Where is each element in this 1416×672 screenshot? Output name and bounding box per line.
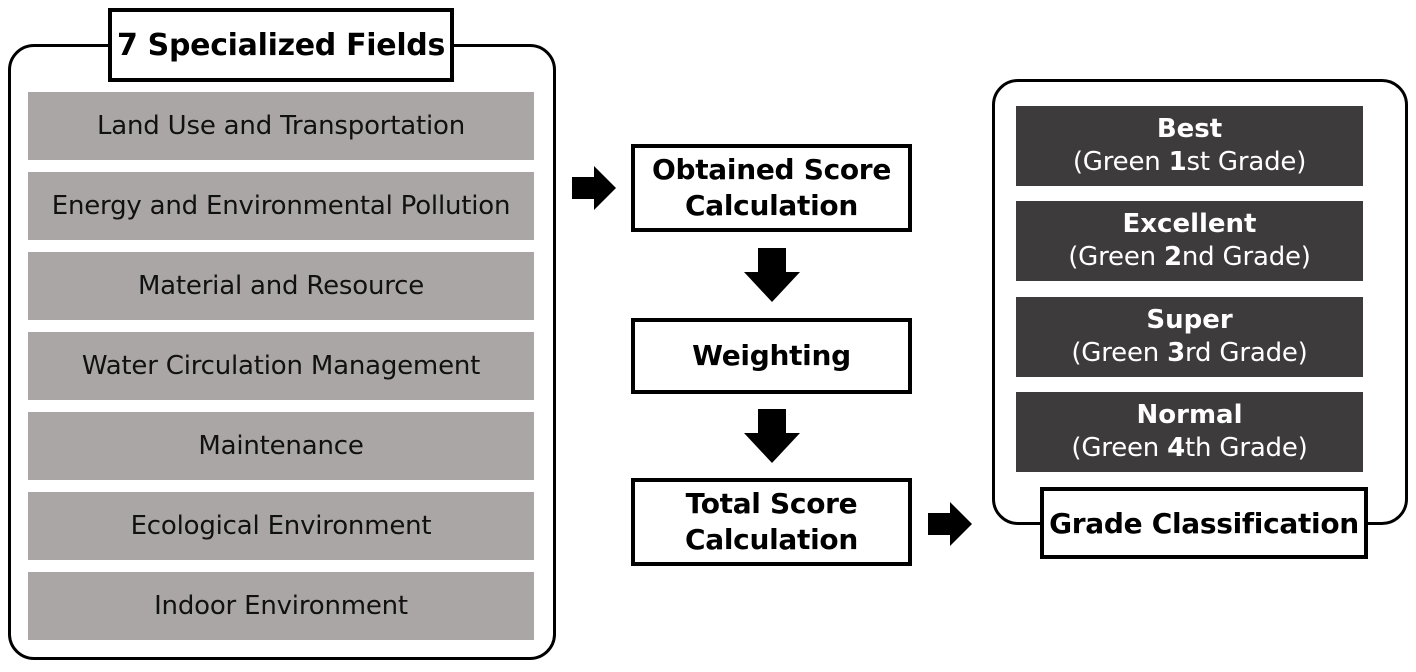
grade-best: Best (Green 1st Grade) <box>1016 106 1363 186</box>
field-item-land-use: Land Use and Transportation <box>28 92 534 160</box>
obtained-score-line2: Calculation <box>685 189 858 222</box>
arrow-down-icon <box>744 409 800 463</box>
field-item-energy: Energy and Environmental Pollution <box>28 172 534 240</box>
obtained-score-line1: Obtained Score <box>651 153 892 186</box>
obtained-score-box: Obtained Score Calculation <box>631 144 912 232</box>
arrow-down-icon <box>744 248 800 302</box>
arrow-right-icon <box>928 502 972 546</box>
grade-label: (Green 1st Grade) <box>1072 147 1307 177</box>
specialized-fields-title: 7 Specialized Fields <box>108 8 454 82</box>
total-score-box: Total Score Calculation <box>631 478 912 566</box>
arrow-right-icon <box>572 166 616 210</box>
grade-name: Excellent <box>1122 209 1257 239</box>
grade-name: Super <box>1146 305 1233 335</box>
grade-classification-title: Grade Classification <box>1040 487 1368 559</box>
grade-super: Super (Green 3rd Grade) <box>1016 297 1363 377</box>
grade-label: (Green 4th Grade) <box>1071 433 1308 463</box>
field-item-ecological: Ecological Environment <box>28 492 534 560</box>
field-item-indoor: Indoor Environment <box>28 572 534 640</box>
total-score-line2: Calculation <box>685 523 858 556</box>
grade-name: Normal <box>1136 400 1243 430</box>
grade-label: (Green 3rd Grade) <box>1071 338 1308 368</box>
field-item-maintenance: Maintenance <box>28 412 534 480</box>
grade-label: (Green 2nd Grade) <box>1068 242 1311 272</box>
field-item-water: Water Circulation Management <box>28 332 534 400</box>
grade-name: Best <box>1156 114 1223 144</box>
grade-excellent: Excellent (Green 2nd Grade) <box>1016 201 1363 281</box>
weighting-box: Weighting <box>631 318 912 394</box>
total-score-line1: Total Score <box>685 487 858 520</box>
field-item-material: Material and Resource <box>28 252 534 320</box>
grade-normal: Normal (Green 4th Grade) <box>1016 392 1363 472</box>
